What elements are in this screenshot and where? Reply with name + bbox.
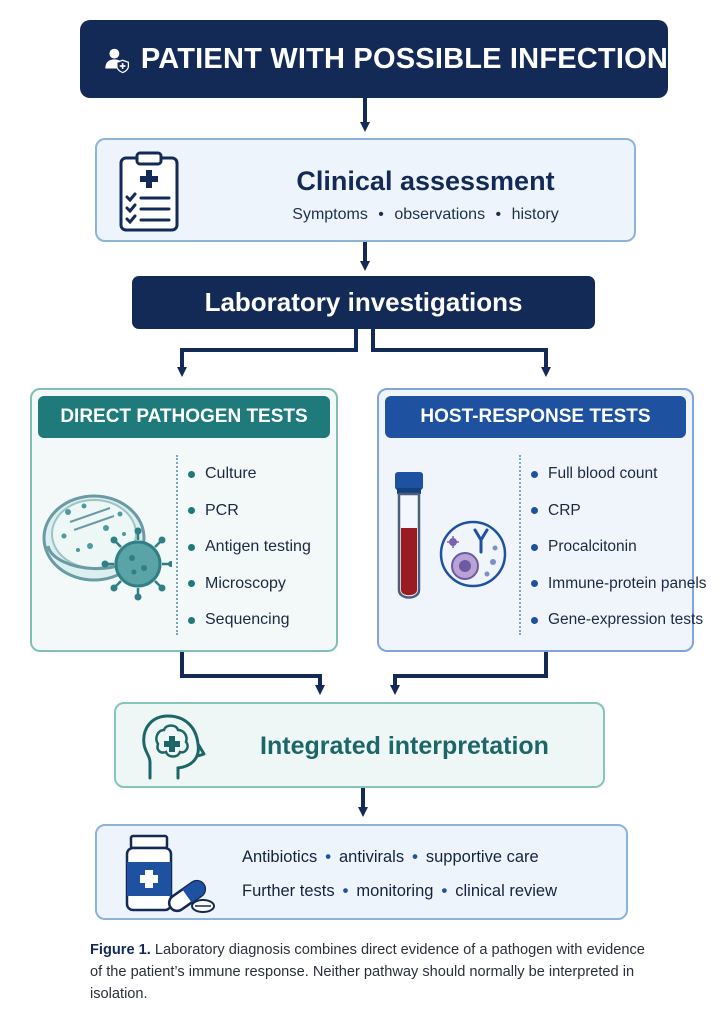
list-item: Culture	[188, 456, 311, 493]
list-item: Immune-protein panels	[531, 566, 707, 603]
list-item-label: Immune-protein panels	[548, 574, 707, 592]
host-response-list: Full blood count CRP Procalcitonin Immun…	[531, 456, 707, 639]
patient-banner-title: PATIENT WITH POSSIBLE INFECTION	[140, 42, 668, 75]
list-item-label: Sequencing	[205, 611, 290, 629]
clinical-assessment-box: Clinical assessment Symptoms • observati…	[95, 138, 636, 242]
list-item: Sequencing	[188, 602, 311, 639]
arrow-lab-to-host	[371, 329, 551, 377]
bullet-dot	[531, 580, 538, 588]
panel-divider	[176, 455, 178, 635]
bullet-dot	[531, 470, 538, 478]
figure-caption-label: Figure 1.	[90, 942, 151, 958]
bullet-dot	[531, 616, 538, 624]
integrated-interpretation-box: Integrated interpretation	[114, 702, 605, 788]
clinical-item: Symptoms	[292, 206, 368, 223]
treatment-item: Antibiotics	[242, 848, 318, 866]
list-item-label: Procalcitonin	[548, 538, 637, 556]
list-item-label: Gene-expression tests	[548, 611, 704, 629]
clinical-item: observations	[394, 206, 486, 223]
separator: •	[325, 848, 331, 866]
list-item: Full blood count	[531, 456, 707, 493]
list-item: CRP	[531, 493, 707, 530]
clinical-item: history	[511, 206, 559, 223]
blood-tube-cell-icon	[395, 472, 507, 599]
bullet-dot	[188, 580, 195, 588]
clipboard-checklist-icon	[119, 151, 179, 232]
list-item-label: CRP	[548, 501, 581, 519]
medicine-bottle-pill-icon	[125, 834, 215, 913]
list-item: Procalcitonin	[531, 529, 707, 566]
petri-dish-virus-icon	[42, 494, 172, 601]
direct-pathogen-list: Culture PCR Antigen testing Microscopy S…	[188, 456, 311, 639]
list-item: Microscopy	[188, 566, 311, 603]
bullet-dot	[188, 543, 195, 551]
arrow-lab-to-direct	[177, 329, 358, 377]
bullet-dot	[531, 507, 538, 515]
separator: •	[441, 882, 448, 900]
patient-shield-icon	[105, 48, 130, 74]
separator: •	[342, 882, 349, 900]
bullet-dot	[188, 470, 195, 478]
host-response-panel: HOST-RESPONSE TESTS Full blood count CRP…	[377, 388, 707, 652]
treatment-line-2: Further tests • monitoring • clinical review	[242, 882, 557, 901]
treatment-item: monitoring	[356, 882, 434, 900]
direct-pathogen-panel: DIRECT PATHOGEN TESTS Culture PCR Antige…	[30, 388, 338, 652]
list-item-label: Culture	[205, 465, 257, 483]
figure-caption-text: Laboratory diagnosis combines direct evi…	[90, 942, 645, 1002]
separator: •	[412, 848, 418, 866]
head-brain-icon	[142, 714, 206, 780]
laboratory-investigations-bar: Laboratory investigations	[132, 276, 595, 329]
list-item: Gene-expression tests	[531, 602, 707, 639]
clinical-assessment-title: Clinical assessment	[296, 166, 555, 196]
treatment-line-1: Antibiotics • antivirals • supportive care	[242, 848, 539, 867]
integrated-interpretation-title: Integrated interpretation	[260, 732, 549, 760]
host-response-title: HOST-RESPONSE TESTS	[385, 396, 686, 438]
bullet-dot	[531, 543, 538, 551]
patient-banner: PATIENT WITH POSSIBLE INFECTION	[80, 20, 668, 98]
direct-pathogen-title: DIRECT PATHOGEN TESTS	[38, 396, 330, 438]
treatment-item: Further tests	[242, 882, 335, 900]
arrow-host-to-integrated	[390, 652, 548, 695]
treatment-item: supportive care	[425, 848, 539, 866]
treatment-item: clinical review	[455, 882, 558, 900]
treatment-box: Antibiotics • antivirals • supportive care F…	[95, 824, 628, 920]
bullet-dot	[188, 616, 195, 624]
separator: •	[495, 206, 502, 223]
treatment-item: antivirals	[338, 848, 405, 866]
list-item: Antigen testing	[188, 529, 311, 566]
panel-divider	[519, 455, 521, 635]
figure-caption: Figure 1. Laboratory diagnosis combines …	[90, 939, 650, 1005]
list-item: PCR	[188, 493, 311, 530]
bullet-dot	[188, 507, 195, 515]
list-item-label: PCR	[205, 501, 239, 519]
list-item-label: Full blood count	[548, 465, 658, 483]
clinical-assessment-subtitle: Symptoms • observations • history	[217, 206, 634, 224]
list-item-label: Antigen testing	[205, 538, 311, 556]
arrow-direct-to-integrated	[180, 652, 325, 695]
list-item-label: Microscopy	[205, 574, 286, 592]
separator: •	[378, 206, 384, 223]
